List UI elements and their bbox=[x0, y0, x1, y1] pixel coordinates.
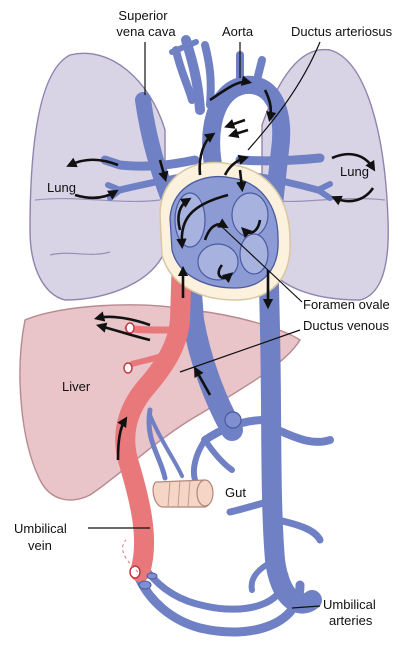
label-lung-left: Lung bbox=[47, 180, 76, 195]
umbilical-artery-inner bbox=[148, 572, 285, 609]
liver bbox=[20, 305, 300, 500]
label-superior-vena-cava-line2: vena cava bbox=[116, 24, 176, 39]
label-ductus-arteriosus: Ductus arteriosus bbox=[291, 24, 393, 39]
gut bbox=[153, 480, 213, 507]
label-lung-right: Lung bbox=[340, 164, 369, 179]
label-superior-vena-cava-line1: Superior bbox=[118, 8, 168, 23]
label-foramen-ovale: Foramen ovale bbox=[303, 297, 390, 312]
descending-aorta bbox=[268, 240, 312, 604]
label-umbilical-vein-line2: vein bbox=[28, 538, 52, 553]
label-umbilical-arteries-line1: Umbilical bbox=[323, 597, 376, 612]
label-liver: Liver bbox=[62, 379, 91, 394]
label-aorta: Aorta bbox=[222, 24, 254, 39]
label-ductus-venous: Ductus venous bbox=[303, 318, 389, 333]
label-umbilical-vein-line1: Umbilical bbox=[14, 521, 67, 536]
label-gut: Gut bbox=[225, 485, 246, 500]
label-umbilical-arteries-line2: arteries bbox=[329, 613, 373, 628]
